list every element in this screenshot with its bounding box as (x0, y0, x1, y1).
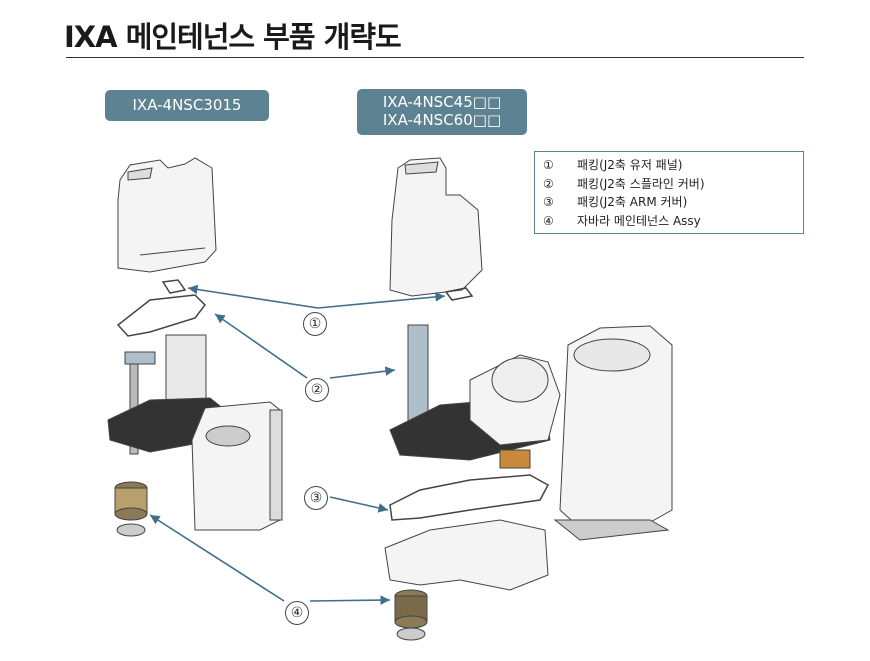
callout-3: ③ (304, 486, 328, 510)
left-gasket-2 (116, 294, 206, 337)
callout-2: ② (305, 378, 329, 402)
right-robot-body (389, 324, 673, 541)
title-divider (66, 57, 804, 58)
right-gasket-1 (444, 287, 474, 301)
arrow-4-right (309, 595, 391, 605)
arrow-2-left (214, 313, 308, 379)
model-label-60: IXA-4NSC60□□ (382, 111, 502, 129)
arrow-1-left (187, 284, 319, 309)
left-user-panel-cover (117, 157, 217, 273)
right-bellows-assy (394, 589, 428, 641)
legend-item-3: ③ 패킹(J2축 ARM 커버) (543, 195, 688, 209)
leader-lines (149, 284, 446, 605)
model-badge-45-60: IXA-4NSC45□□ IXA-4NSC60□□ (357, 89, 527, 135)
legend-item-2: ② 패킹(J2축 스플라인 커버) (543, 176, 705, 191)
right-user-panel-cover (389, 157, 483, 297)
arrow-4-left (149, 514, 285, 602)
left-gasket-1 (161, 279, 187, 294)
arrow-2-right (329, 366, 396, 379)
page-title: IXA 메인테넌스 부품 개략도 (64, 20, 402, 54)
left-robot-body (107, 334, 283, 531)
callout-1: ① (303, 312, 327, 336)
legend-item-4: ④ 자바라 메인테넌스 Assy (543, 213, 701, 228)
right-gasket-3 (389, 474, 550, 521)
model-label-3015: IXA-4NSC3015 (132, 96, 242, 114)
parts-legend: ① 패킹(J2축 유저 패널) ② 패킹(J2축 스플라인 커버) ③ 패킹(J… (534, 151, 804, 234)
left-bellows-assy (114, 481, 148, 537)
arrow-3 (329, 496, 389, 513)
arrow-1-right (317, 292, 446, 309)
legend-item-1: ① 패킹(J2축 유저 패널) (543, 158, 683, 172)
model-badge-3015: IXA-4NSC3015 (105, 90, 269, 121)
callout-4: ④ (285, 601, 309, 625)
model-label-45: IXA-4NSC45□□ (382, 93, 502, 111)
right-arm-cover (384, 519, 549, 591)
